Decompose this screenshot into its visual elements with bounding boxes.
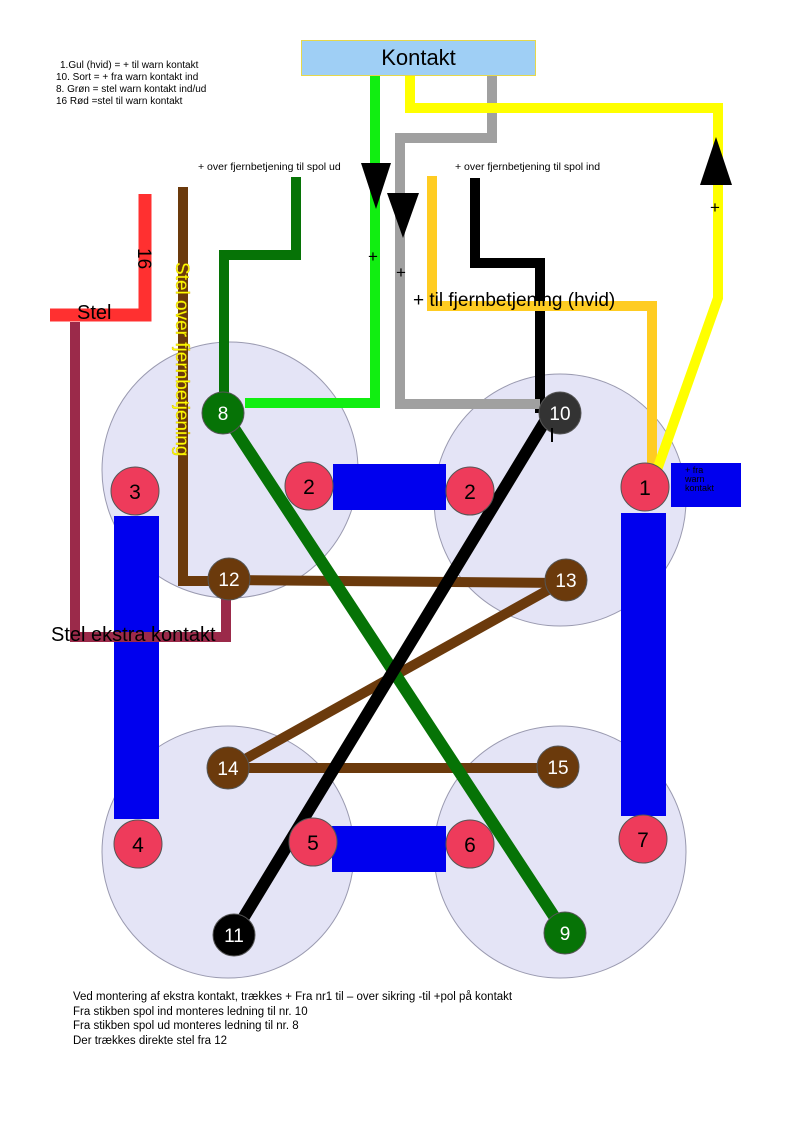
pin-11 xyxy=(212,913,256,957)
pin-7 xyxy=(618,814,668,864)
pin-15 xyxy=(536,745,580,789)
pin-5 xyxy=(288,817,338,867)
wire-legend: 1.Gul (hvid) = + til warn kontakt 10. So… xyxy=(56,60,206,108)
bridge-bar-5-6 xyxy=(332,826,446,872)
pin-1-label: 1 xyxy=(639,477,651,500)
arrow-down-icon xyxy=(387,193,419,238)
plus-light-green: + xyxy=(368,247,378,266)
pin-2-right xyxy=(445,466,495,516)
bridge-bar-1-7 xyxy=(621,513,666,816)
orange-wire-fjern xyxy=(427,176,657,484)
legend-line: 1.Gul (hvid) = + til warn kontakt xyxy=(60,60,199,71)
bridge-bar-2-2 xyxy=(333,464,446,510)
pin-2-right-label: 2 xyxy=(464,481,476,504)
maroon-wire-stel-ekstra xyxy=(70,322,231,642)
pin-8 xyxy=(201,391,245,435)
pin-2-left-label: 2 xyxy=(303,476,315,499)
black-wire-label: + over fjernbetjening til spol ind xyxy=(455,161,601,173)
pin-2-left xyxy=(284,461,334,511)
pin-4-label: 4 xyxy=(132,834,144,857)
plus-gray: + xyxy=(396,263,406,282)
black-wire-spol-ind xyxy=(470,178,545,413)
legend-line: 10. Sort = + fra warn kontakt ind xyxy=(56,72,199,83)
yellow-wire xyxy=(405,76,723,486)
pin-10-label: 10 xyxy=(549,404,570,425)
brown-wire-12-13 xyxy=(228,575,567,588)
pin-15-label: 15 xyxy=(547,758,568,779)
kontakt-box: Kontakt xyxy=(301,40,536,76)
green-wire-spol-ud xyxy=(219,177,301,413)
pin-13 xyxy=(544,558,588,602)
pin-12-label: 12 xyxy=(218,570,239,591)
pin-14 xyxy=(206,746,250,790)
fjernbetjening-label: + til fjernbetjening (hvid) xyxy=(413,290,616,311)
fra-box-label: + fra warn kontakt xyxy=(685,465,715,493)
bridge-bar-3-4 xyxy=(114,516,159,819)
note-line: Fra stikben spol ud monteres ledning til… xyxy=(73,1020,299,1032)
pin-4 xyxy=(113,819,163,869)
stel-over-fjernbetjening-label: Stel over fjernbetjening xyxy=(171,262,192,456)
pin-5-label: 5 xyxy=(307,832,319,855)
pin-9 xyxy=(543,911,587,955)
kontakt-label: Kontakt xyxy=(381,45,456,70)
gray-wire xyxy=(395,76,540,409)
legend-line: 8. Grøn = stel warn kontakt ind/ud xyxy=(56,84,207,95)
red-wire-16 xyxy=(50,194,152,322)
pin-10 xyxy=(538,391,582,435)
note-line: Ved montering af ekstra kontakt, trækkes… xyxy=(73,991,513,1003)
arrow-down-icon xyxy=(361,163,391,209)
pin-3 xyxy=(110,466,160,516)
pin-8-label: 8 xyxy=(218,404,229,425)
pin-3-label: 3 xyxy=(129,481,141,504)
plus-yellow: + xyxy=(710,198,720,217)
note-line: Fra stikben spol ind monteres ledning ti… xyxy=(73,1005,308,1018)
pin-14-label: 14 xyxy=(217,759,239,780)
stel-ekstra-kontakt-label: Stel ekstra kontakt xyxy=(51,624,216,646)
green-wire-label: + over fjernbetjening til spol ud xyxy=(198,161,341,173)
pin-12 xyxy=(207,557,251,601)
black-wire-10-11 xyxy=(227,409,556,939)
pin-11-label: 11 xyxy=(224,926,244,947)
pin-6 xyxy=(445,819,495,869)
legend-line: 16 Rød =stel til warn kontakt xyxy=(56,96,183,107)
note-line: Der trækkes direkte stel fra 12 xyxy=(73,1034,228,1047)
pin-9-label: 9 xyxy=(560,924,571,945)
arrow-up-icon xyxy=(700,137,732,185)
mounting-notes: Ved montering af ekstra kontakt, trækkes… xyxy=(73,990,512,1048)
pin-7-label: 7 xyxy=(637,829,649,852)
stel-label: Stel xyxy=(77,302,112,324)
fra-warn-kontakt-box: + fra warn kontakt xyxy=(671,463,741,507)
pin-13-label: 13 xyxy=(555,571,576,592)
pin-1 xyxy=(620,462,670,512)
pin-6-label: 6 xyxy=(464,834,476,857)
wire-16-label: 16 xyxy=(133,248,154,269)
